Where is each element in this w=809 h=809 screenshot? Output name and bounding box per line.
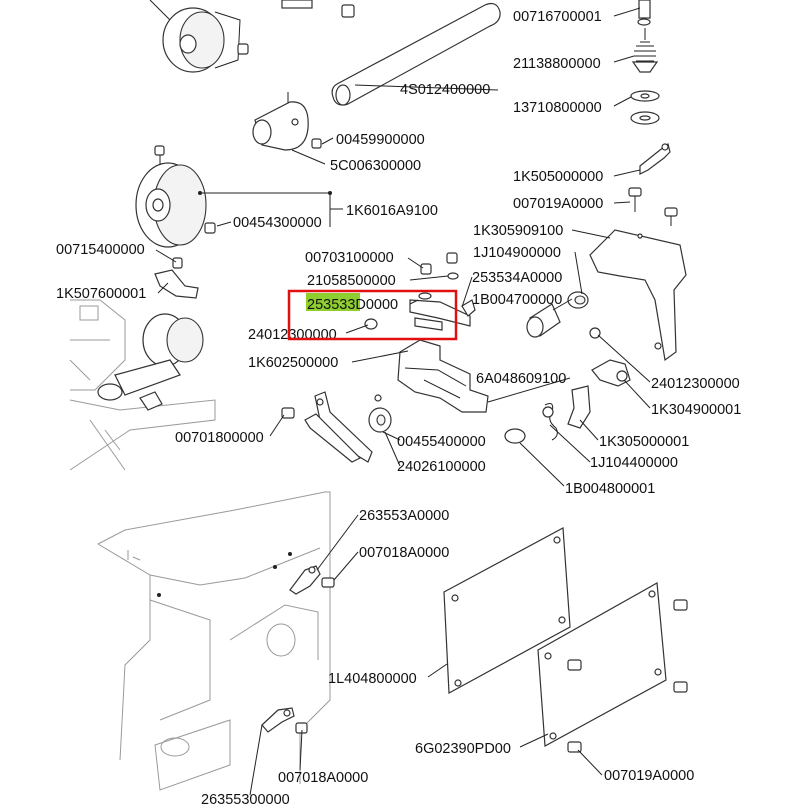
callout-box <box>287 289 458 341</box>
label-1K505000000: 1K505000000 <box>513 169 603 185</box>
label-26355300000: 26355300000 <box>201 792 290 808</box>
label-21138800000: 21138800000 <box>513 56 601 72</box>
washer-parts <box>630 90 660 125</box>
label-253533-suffix: D0000 <box>355 297 398 313</box>
label-00454300000: 00454300000 <box>233 215 322 231</box>
leader-lines <box>155 7 651 796</box>
label-21058500000: 21058500000 <box>307 273 396 289</box>
label-007019A0000-top: 007019A0000 <box>513 196 603 212</box>
label-00716700001: 00716700001 <box>513 9 602 25</box>
collar-part <box>252 92 322 151</box>
label-007018A0000-bottom: 007018A0000 <box>278 770 368 786</box>
label-1K6016A9100: 1K6016A9100 <box>346 203 438 219</box>
bracket-part-left <box>154 257 199 299</box>
label-007018A0000-top: 007018A0000 <box>359 545 449 561</box>
label-1J104400000: 1J104400000 <box>590 455 678 471</box>
label-24012300000-right: 24012300000 <box>651 376 740 392</box>
part-labels: 00716700001 21138800000 4S012400000 1371… <box>56 9 741 808</box>
link-part <box>504 385 591 444</box>
label-13710800000: 13710800000 <box>513 100 602 116</box>
center-block-part <box>364 252 489 413</box>
small-spring-part <box>567 291 589 309</box>
label-1B004700000: 1B004700000 <box>472 292 562 308</box>
label-1J104900000: 1J104900000 <box>473 245 561 261</box>
cover-plate-part <box>443 527 571 694</box>
spring-part <box>631 41 659 73</box>
label-00701800000: 00701800000 <box>175 430 264 446</box>
roller-part <box>526 303 561 338</box>
lower-body-sketch <box>97 491 331 791</box>
label-24026100000: 24026100000 <box>397 459 486 475</box>
label-00459900000: 00459900000 <box>336 132 425 148</box>
label-1K305000001: 1K305000001 <box>599 434 689 450</box>
upper-pulley-part <box>149 0 355 73</box>
pin-part <box>589 327 601 339</box>
label-00715400000: 00715400000 <box>56 242 145 258</box>
upright-screw-part <box>637 0 651 40</box>
label-highlight <box>306 293 360 311</box>
label-24012300000-left: 24012300000 <box>248 327 337 343</box>
label-253533-highlighted: 253533 <box>307 297 355 313</box>
shaft-part <box>331 2 501 106</box>
latch-part <box>639 142 671 175</box>
arm-link-part <box>281 391 373 463</box>
small-bracket-lower <box>289 565 335 595</box>
lever-part <box>591 359 631 387</box>
label-4S012400000: 4S012400000 <box>400 82 490 98</box>
label-00703100000: 00703100000 <box>305 250 394 266</box>
bushing-part <box>368 394 392 433</box>
label-253534A0000: 253534A0000 <box>472 270 562 286</box>
label-1B004800001: 1B004800001 <box>565 481 655 497</box>
label-6G02390PD00: 6G02390PD00 <box>415 741 511 757</box>
label-1K602500000: 1K602500000 <box>248 355 338 371</box>
label-1L404800000: 1L404800000 <box>328 671 417 687</box>
right-bracket-part <box>589 229 687 362</box>
label-1K304900001: 1K304900001 <box>651 402 741 418</box>
label-1K305909100: 1K305909100 <box>473 223 563 239</box>
plate-screws <box>567 599 688 753</box>
small-bracket-bottom <box>261 707 308 734</box>
screw-pair-right <box>628 187 678 226</box>
large-pulley-part <box>135 145 216 248</box>
label-1K507600001: 1K507600001 <box>56 286 146 302</box>
label-007019A0000-bottom: 007019A0000 <box>604 768 694 784</box>
label-263553A0000: 263553A0000 <box>359 508 449 524</box>
label-253533D0000: 253533D0000 <box>307 297 398 313</box>
label-6A048609100: 6A048609100 <box>476 371 566 387</box>
cover-plate-2-part <box>537 582 667 747</box>
label-5C006300000: 5C006300000 <box>330 158 421 174</box>
label-00455400000: 00455400000 <box>397 434 486 450</box>
left-body-sketch <box>69 299 216 471</box>
